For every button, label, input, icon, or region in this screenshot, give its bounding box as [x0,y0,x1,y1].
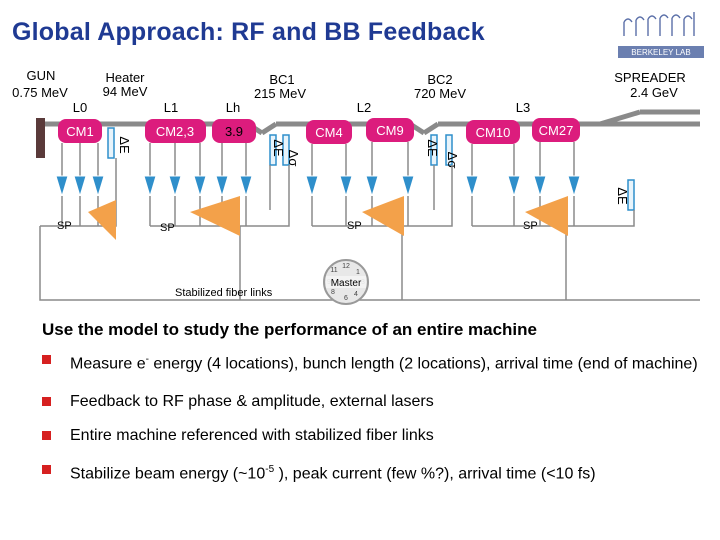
section-lh: Lh [226,100,240,115]
sp-label-3: SP [347,220,362,232]
diag-box-5 [445,134,453,166]
cavity-cm10-label: CM10 [476,125,511,140]
cavity-cm10 [466,120,520,144]
delta-ef-label: ΔE [615,187,630,205]
sp-amp-2 [190,196,240,236]
cavity-cm27-label: CM27 [539,123,574,138]
cavity-cm9-label: CM9 [376,123,403,138]
section-heading: Use the model to study the performance o… [42,320,537,339]
svg-text:4: 4 [354,291,358,298]
bullet-marker-icon [42,355,51,364]
heater-energy: 94 MeV [103,84,148,99]
delta-e-label-1: ΔE [117,136,132,154]
sp-label-2: SP [160,222,175,234]
gun-label: GUN [27,68,56,83]
gun-energy: 0.75 MeV [12,85,68,100]
bullet-2: Feedback to RF phase & amplitude, extern… [40,392,700,412]
bullet-4: Stabilize beam energy (~10-5 ), peak cur… [40,460,700,484]
diag-box-6 [627,179,635,211]
delta-e-label-2: ΔE [271,139,286,157]
sp-amp-4 [525,196,568,236]
cavity-cm4 [306,120,352,144]
svg-text:Master: Master [331,278,362,289]
section-l0: L0 [73,100,87,115]
slide-title: Global Approach: RF and BB Feedback [12,18,485,46]
cavity-cm9 [366,118,414,142]
svg-text:11: 11 [330,267,337,274]
svg-text:8: 8 [331,289,335,296]
spreader-label: SPREADER [614,70,686,85]
svg-text:1: 1 [356,269,360,276]
svg-text:BERKELEY LAB: BERKELEY LAB [631,48,690,57]
cavity-cm27 [532,118,580,142]
bullet-1: Measure e- energy (4 locations), bunch l… [40,350,700,374]
diag-box-3 [282,134,290,166]
sp-amplifiers [88,196,568,240]
sp-label-4: SP [523,220,538,232]
svg-text:12: 12 [342,263,350,270]
sp-label-1: SP [57,220,72,232]
bullet-list: Measure e- energy (4 locations), bunch l… [40,350,700,485]
diag-box-1 [107,127,115,159]
delta-sigma-label-1: Δσ [286,150,301,167]
rf-drive-triangles [55,175,581,198]
bc2-energy: 720 MeV [414,86,466,101]
delta-sigma-label-2: Δσ [445,152,460,169]
bc1-label: BC1 [269,72,294,87]
bc1-energy: 215 MeV [254,86,306,101]
spreader-energy: 2.4 GeV [630,85,678,100]
berkeley-lab-logo: BERKELEY LAB [618,12,704,58]
cavity-3p9 [212,119,256,143]
heater-label: Heater [105,70,145,85]
bullet-marker-icon [42,431,51,441]
cavity-3p9-label: 3.9 [225,124,243,139]
section-l2: L2 [357,100,371,115]
section-l1: L1 [164,100,178,115]
cavity-cm23-label: CM2,3 [156,124,194,139]
cavity-cm1-label: CM1 [66,124,93,139]
svg-text:6: 6 [344,295,348,302]
bullet-3: Entire machine referenced with stabilize… [40,426,700,446]
sp-amp-1 [88,200,116,240]
bullet-marker-icon [42,465,51,475]
section-l3: L3 [516,100,530,115]
sp-amp-3 [362,196,404,236]
cavity-cm4-label: CM4 [315,125,342,140]
bullet-marker-icon [42,397,51,407]
gun-block [36,118,45,158]
fiber-note: Stabilized fiber links [175,287,273,299]
delta-e-label-3: ΔE [425,139,440,157]
beamline-diagram: GUN 0.75 MeV Heater 94 MeV BC1 215 MeV B… [12,68,700,305]
master-clock: 1213 468 911 Master [323,259,369,305]
cavity-cm23 [145,119,206,143]
bc2-label: BC2 [427,72,452,87]
diag-box-2 [269,134,277,166]
cavity-cm1 [58,119,102,143]
